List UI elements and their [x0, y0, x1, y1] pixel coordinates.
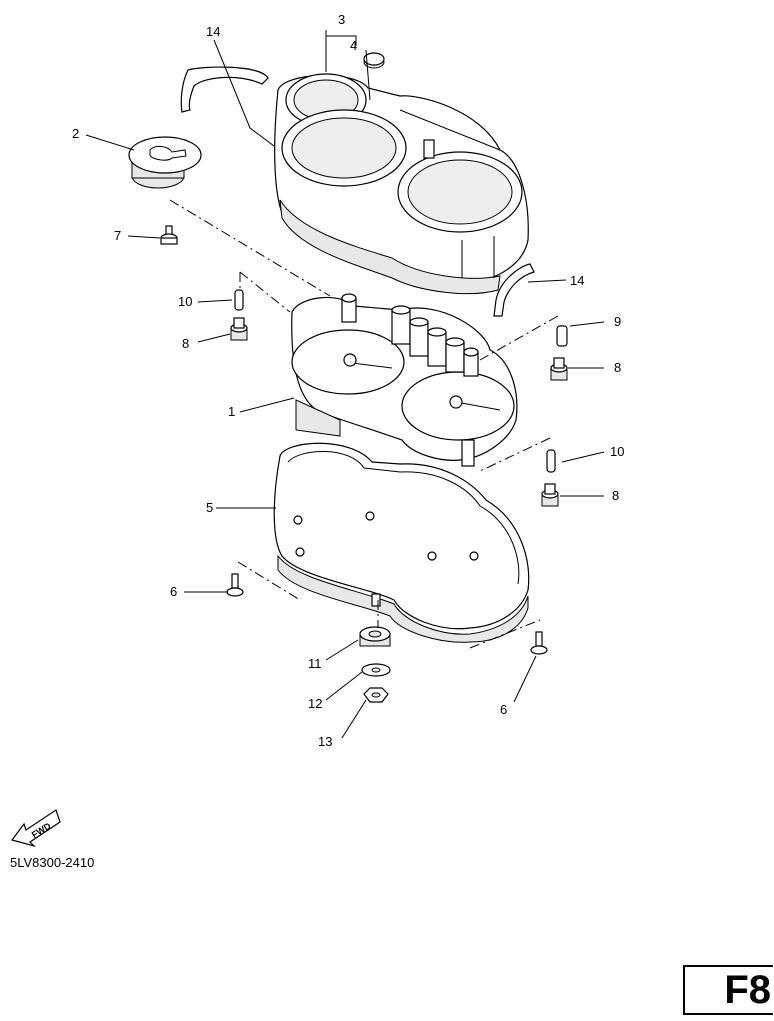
assembly-lines: [169, 199, 559, 649]
part-7-screw: [160, 225, 178, 245]
part-10-pin-right: [546, 449, 556, 473]
part-1-meter-assembly: [291, 293, 518, 467]
callout-14-upper: 14: [206, 24, 220, 39]
callout-8-right-2: 8: [612, 488, 619, 503]
callout-14-lower: 14: [570, 273, 584, 288]
part-8-grommet-right-1: [550, 357, 568, 381]
part-12-washer: [361, 663, 391, 677]
callout-6-right: 6: [500, 702, 507, 717]
callout-4: 4: [350, 38, 357, 53]
callout-13: 13: [318, 734, 332, 749]
part-6-screw-left: [226, 573, 244, 597]
part-13-nut: [363, 687, 389, 703]
catalog-code: 5LV8300-2410: [10, 855, 95, 870]
part-8-grommet-right-2: [541, 483, 559, 507]
callout-10-left: 10: [178, 294, 192, 309]
callout-10-right: 10: [610, 444, 624, 459]
part-10-pin-left: [234, 289, 244, 311]
part-5-lower-case: [273, 442, 530, 643]
part-6-screw-right: [530, 631, 548, 655]
part-14-lower-clip: [493, 263, 535, 317]
callout-9: 9: [614, 314, 621, 329]
callout-5: 5: [206, 500, 213, 515]
callout-11: 11: [308, 656, 322, 671]
callout-6-left: 6: [170, 584, 177, 599]
callout-labels: 14 3 4 2 7 14 10 8 1 9 8 10 8 5 6 11 12 …: [72, 12, 624, 749]
part-8-grommet-left: [230, 317, 248, 341]
callout-8-right-1: 8: [614, 360, 621, 375]
callout-1: 1: [228, 404, 235, 419]
callout-3: 3: [338, 12, 345, 27]
part-9-pin: [556, 325, 568, 347]
part-4-cap: [363, 52, 385, 69]
callout-12: 12: [308, 696, 322, 711]
page-code: F8: [724, 968, 771, 1012]
callout-2: 2: [72, 126, 79, 141]
leader-lines: [85, 30, 605, 739]
part-11-grommet: [359, 626, 391, 647]
callout-8-left: 8: [182, 336, 189, 351]
part-14-upper-clip: [180, 66, 269, 113]
part-2-bulb-socket: [128, 136, 202, 189]
page-code-box: F8: [683, 965, 773, 1015]
fwd-arrow-icon: FWD: [10, 809, 61, 848]
callout-7: 7: [114, 228, 121, 243]
upper-meter-case: [274, 73, 529, 295]
